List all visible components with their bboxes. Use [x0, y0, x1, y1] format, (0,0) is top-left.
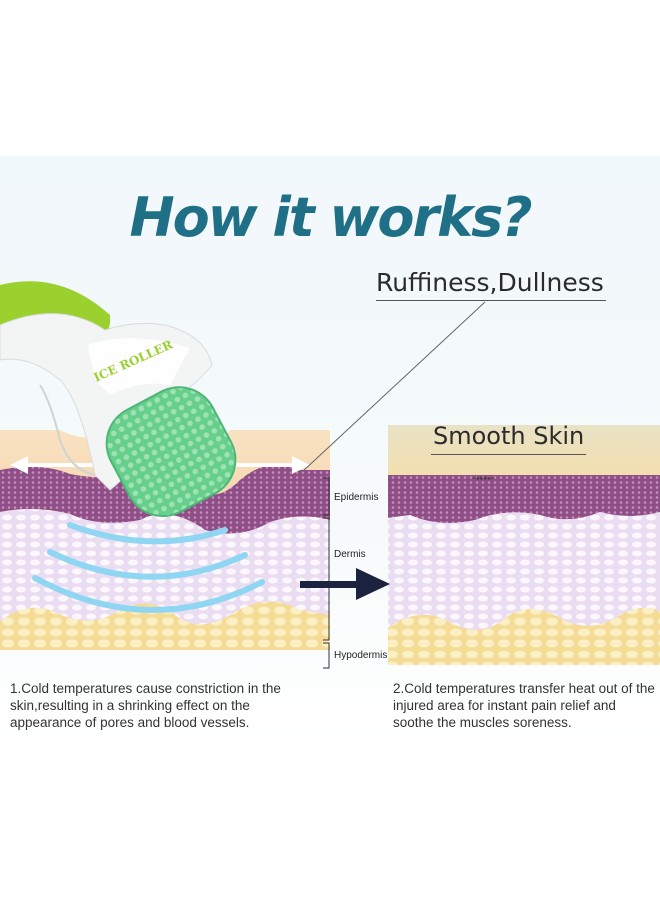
callout-after: Smooth Skin: [431, 422, 587, 455]
hypodermis-after: [388, 607, 660, 665]
layer-bracket: [323, 477, 330, 669]
hypodermis-before: [0, 601, 330, 650]
layer-label-hypodermis: Hypodermis: [334, 650, 388, 661]
callout-leader-line: [301, 301, 486, 473]
skin-block-before: [0, 430, 330, 650]
dermis-after: [388, 512, 660, 650]
skin-block-after: →↔←: [388, 425, 660, 665]
svg-text:→↔←: →↔←: [472, 474, 495, 484]
layer-label-dermis: Dermis: [334, 549, 366, 560]
callout-before: Ruffiness,Dullness: [376, 268, 606, 301]
skin-surface-smooth: [388, 425, 660, 475]
cold-wave-icon: [47, 549, 248, 580]
caption-right: 2.Cold temperatures transfer heat out of…: [393, 681, 655, 730]
page-title: How it works?: [129, 186, 532, 249]
epidermis-after: [388, 475, 660, 524]
transition-arrow-icon: [300, 568, 390, 600]
callout-underline: [431, 454, 587, 455]
cold-wave-icon: [67, 522, 228, 545]
callout-after-label: Smooth Skin: [433, 422, 585, 450]
callout-before-label: Ruffiness,Dullness: [376, 268, 604, 297]
ice-roller-illustration: ICE ROLLER: [0, 281, 237, 517]
cold-wave-icon: [32, 575, 265, 613]
layer-label-epidermis: Epidermis: [334, 492, 379, 503]
callout-underline: [376, 300, 606, 301]
caption-left: 1.Cold temperatures cause constriction i…: [10, 681, 281, 730]
